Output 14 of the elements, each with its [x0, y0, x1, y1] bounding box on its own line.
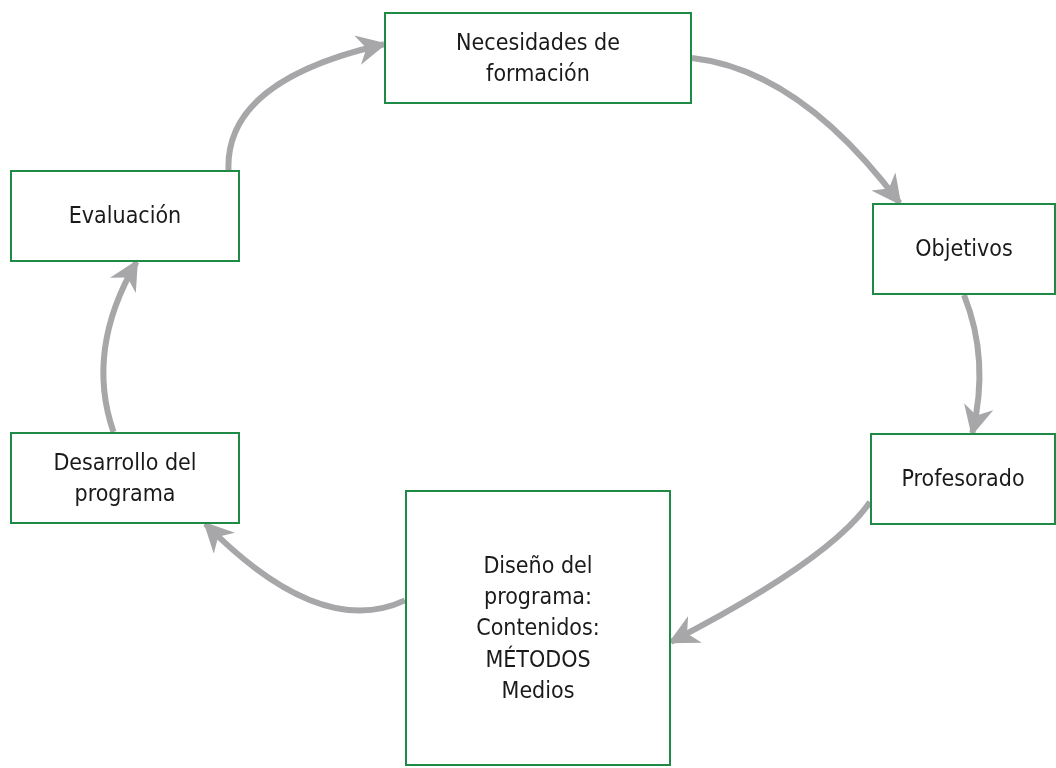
box-label: Diseño del programa: Contenidos: MÉTODOS Medios — [475, 551, 601, 705]
box-label: Desarrollo del programa — [52, 447, 198, 508]
process-box — [405, 490, 671, 766]
process-box — [10, 432, 240, 524]
process-box — [10, 170, 240, 262]
box-label: Objetivos — [915, 234, 1013, 264]
curved-arrow — [691, 55, 902, 206]
box-label: Evaluación — [68, 201, 182, 231]
curved-arrow — [961, 293, 993, 436]
process-box — [872, 203, 1056, 295]
process-box — [870, 433, 1056, 525]
box-label: Profesorado — [901, 464, 1025, 494]
process-box — [384, 12, 692, 104]
box-label: Necesidades de formación — [455, 27, 621, 88]
